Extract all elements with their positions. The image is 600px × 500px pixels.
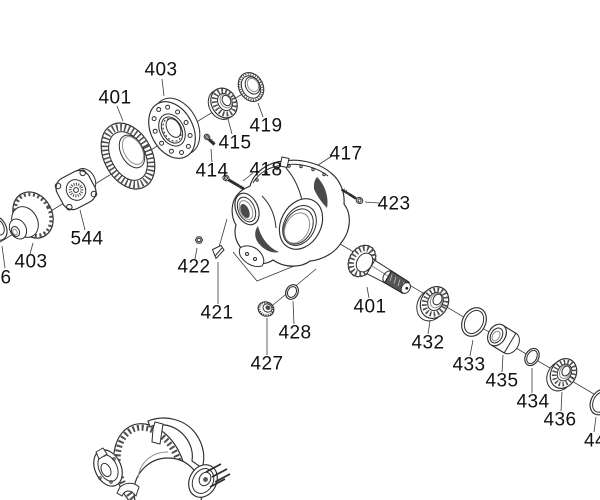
callout-plug-gasket: 428 [278, 322, 312, 344]
part-bearing-436 [546, 358, 578, 392]
part-washer-434 [524, 347, 540, 367]
callout-carrier-housing: 417 [329, 143, 363, 165]
callout-ring-gear: 401 [98, 87, 132, 109]
callout-carrier-stud-bolt: 418 [249, 159, 283, 181]
part-bolt-418 [222, 174, 248, 193]
part-right-edge-ring [589, 388, 600, 416]
part-drive-pinion [347, 244, 411, 295]
part-carrier-housing [231, 156, 350, 267]
callout-lock-nut: 422 [177, 256, 211, 278]
part-bearing-415 [207, 87, 238, 120]
callout-washer-434: 434 [516, 391, 550, 413]
part-spacer-435 [487, 323, 520, 355]
callout-flange-bolt: 414 [195, 160, 229, 182]
part-bearing-432 [416, 286, 450, 322]
part-washer-433 [461, 307, 487, 337]
part-o-ring-428 [285, 284, 299, 300]
callout-spacer-435: 435 [485, 370, 519, 392]
part-bearing-flange [148, 97, 201, 159]
callout-oil-seal: 419 [249, 115, 283, 137]
callout-drive-pinion: 401 [353, 296, 387, 318]
part-assembled-differential [93, 417, 231, 500]
part-bolt-414 [203, 133, 216, 146]
callout-right-edge-partial: 44 [584, 430, 600, 452]
callout-filler-plug: 427 [250, 353, 284, 375]
part-lock-nut-422 [194, 236, 204, 244]
part-bolt-423 [340, 188, 364, 205]
callout-ring-gear-flange: 403 [144, 59, 178, 81]
callout-differential-case: 403 [14, 251, 48, 273]
callout-bearing-436: 436 [543, 409, 577, 431]
part-side-coupling [54, 168, 98, 211]
part-differential-case [8, 191, 54, 240]
callout-bearing-432: 432 [411, 332, 445, 354]
part-oil-seal-419 [237, 72, 265, 102]
callout-left-edge-partial: 6 [0, 267, 12, 289]
callout-flange-bearing: 415 [218, 132, 252, 154]
part-lock-plate-421 [211, 244, 225, 260]
callout-side-bolt: 423 [377, 193, 411, 215]
callout-lock-plate: 421 [200, 302, 234, 324]
part-plug-427 [257, 301, 275, 317]
callout-washer-433: 433 [452, 354, 486, 376]
callout-side-coupling: 544 [70, 228, 104, 250]
part-left-edge-washer [0, 215, 8, 241]
part-ring-gear [100, 122, 156, 190]
callout-leader-lines [1, 78, 597, 433]
